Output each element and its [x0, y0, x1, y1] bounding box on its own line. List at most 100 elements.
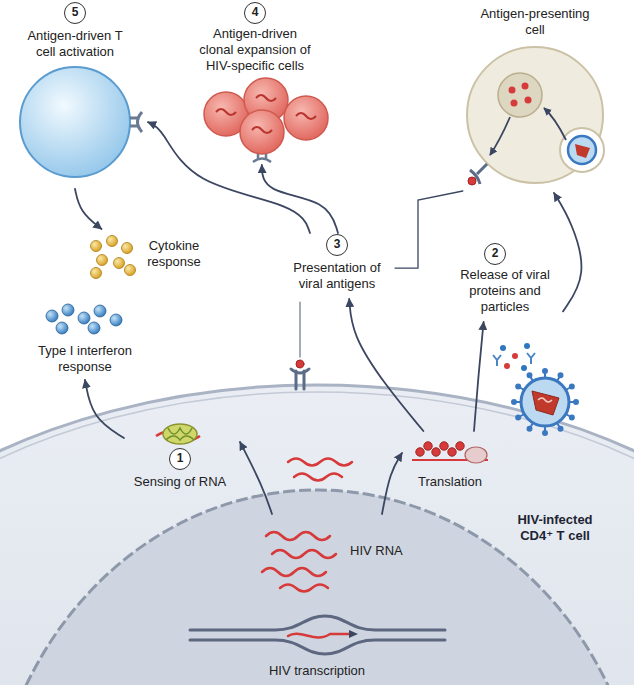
- budding-virion: [512, 369, 578, 435]
- callout-number: 5: [64, 2, 86, 24]
- ribosome-node: Translation: [405, 432, 497, 492]
- budding-virion: [543, 431, 547, 435]
- budding-virion: [559, 373, 563, 377]
- antigen-presenting-cell: [544, 108, 566, 140]
- released-proteins: [521, 365, 527, 371]
- node-label: HIV RNA: [350, 543, 430, 559]
- cytokine-molecules: [97, 255, 108, 266]
- antigen-presenting-cell: [490, 117, 510, 155]
- released-proteins: [500, 345, 506, 351]
- leader-line: [395, 191, 463, 268]
- expanded-cells: [256, 95, 276, 101]
- callout-number: 2: [484, 243, 506, 265]
- dna-strand: [288, 634, 350, 638]
- node-label: Antigen-driven clonal expansion of HIV-s…: [196, 26, 314, 74]
- arrow-connector: [474, 322, 484, 431]
- antigen-presenting-cell: [477, 164, 487, 174]
- node-label: Antigen-presenting cell: [475, 6, 595, 38]
- released-proteins: [527, 353, 535, 364]
- antigen-presenting-cell: [560, 128, 604, 172]
- mhc-molecule: [299, 302, 300, 357]
- dna-strand: [190, 640, 445, 654]
- nuclear-rna: [266, 532, 330, 540]
- budding-virion: [574, 400, 578, 404]
- activated-t-cell: [20, 67, 130, 177]
- budding-virion: [538, 398, 552, 402]
- ribosome-chain: [456, 442, 464, 450]
- budding-virion: [543, 369, 547, 373]
- cytokine-molecules: [122, 243, 133, 254]
- budding-virion: [516, 416, 520, 420]
- budding-virion: [512, 400, 516, 404]
- nucleus-outline: [0, 490, 634, 685]
- budding-virion: [559, 427, 563, 431]
- node-label: Type I interferon response: [30, 343, 140, 375]
- budding-virion: [512, 369, 578, 435]
- arrow-connector: [262, 165, 338, 233]
- released-proteins: [493, 355, 501, 366]
- ribosome-chain: [432, 448, 440, 456]
- cytokine-molecules: [91, 268, 102, 279]
- interferon-molecules: [46, 304, 122, 334]
- budding-virion: [528, 427, 532, 431]
- nuclear-rna: [272, 550, 336, 558]
- node-label: HIV-infected CD4⁺ T cell: [505, 512, 605, 544]
- t-cell-node: 5Antigen-driven T cell activation: [5, 0, 145, 188]
- step-node: 3Presentation of viral antigens: [282, 234, 394, 296]
- budding-virion: [532, 391, 559, 415]
- rna-sensor: [166, 436, 194, 440]
- cytoplasmic-rna: [288, 459, 352, 481]
- ribosome-chain: [448, 448, 456, 456]
- antigen-presenting-cell: [509, 87, 516, 94]
- callout-number: 3: [326, 234, 348, 256]
- callout-number: 1: [169, 448, 191, 470]
- expanded-cells: [296, 113, 316, 119]
- budding-virion: [570, 385, 574, 389]
- nucleus-node: HIV RNAHIV transcription: [250, 515, 470, 685]
- cytokine-molecules: [114, 258, 125, 269]
- rna-sensor: [168, 428, 192, 434]
- dna-strand: [190, 616, 445, 630]
- cytokine-molecules: [125, 265, 136, 276]
- arrow-connector: [240, 442, 272, 514]
- expanded-cells: [204, 78, 328, 162]
- antigen-presenting-cell: [511, 100, 518, 107]
- node-label: Release of viral proteins and particles: [450, 267, 560, 315]
- interferon-molecules: [110, 314, 122, 326]
- infected-cell-node: 1Sensing of RNA TranslationHIV RNAHIV tra…: [0, 380, 634, 685]
- cytoplasmic-rna: [288, 459, 352, 466]
- nuclear-rna: [280, 585, 328, 592]
- cell-group-node: 4Antigen-driven clonal expansion of HIV-…: [170, 0, 340, 162]
- mhc-molecule: [291, 302, 309, 389]
- ribosome-chain: [465, 447, 487, 463]
- dna-strand: [190, 616, 445, 654]
- antigen-presenting-cell: [467, 47, 604, 185]
- released-proteins: [504, 363, 510, 369]
- expanded-cells: [240, 110, 284, 154]
- cytokine-molecules: [107, 236, 118, 247]
- mhc-molecule: [296, 360, 304, 368]
- released-proteins: [512, 353, 518, 359]
- sensor-node: 1Sensing of RNA: [125, 418, 237, 498]
- released-proteins: [524, 343, 530, 349]
- node-label: Antigen-driven T cell activation: [20, 28, 130, 60]
- expanded-cells: [252, 127, 272, 133]
- interferon-molecules: [78, 312, 90, 324]
- antigen-presenting-cell: [525, 97, 532, 104]
- ribosome-chain: [424, 442, 432, 450]
- node-label: Sensing of RNA: [125, 474, 235, 490]
- arrow-connector: [85, 380, 124, 438]
- arrow-connector: [349, 299, 423, 431]
- rna-sensor: [156, 424, 200, 444]
- callout-number: 4: [244, 2, 266, 24]
- cytokine-node: Cytokine response: [88, 232, 223, 278]
- interferon-molecules: [94, 305, 106, 317]
- expanded-cells: [253, 159, 271, 163]
- ribosome-chain: [416, 448, 424, 456]
- interferon-molecules: [88, 322, 100, 334]
- antigen-presenting-cell: [468, 177, 476, 185]
- nuclear-rna: [262, 532, 336, 592]
